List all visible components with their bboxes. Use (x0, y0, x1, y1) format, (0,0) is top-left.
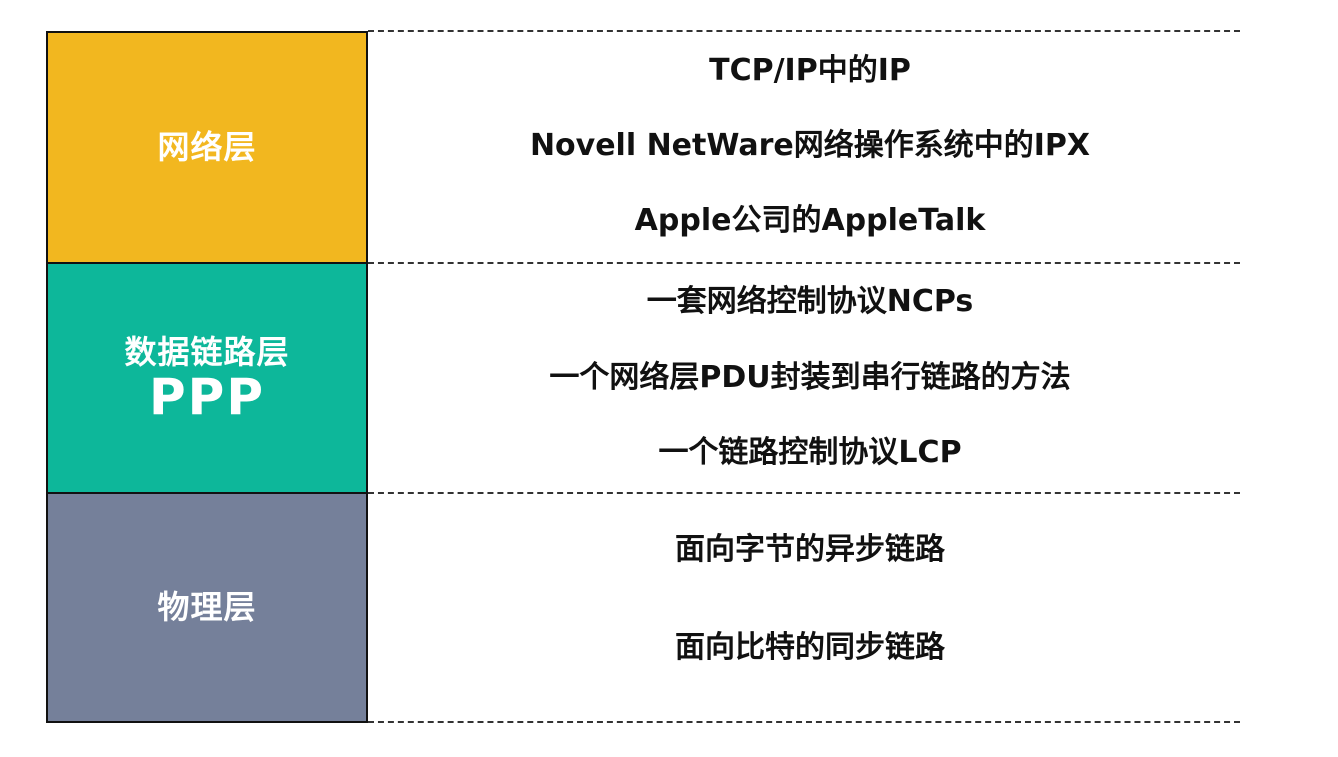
network-layer-box: 网络层 (46, 31, 368, 264)
dashed-divider (368, 492, 1240, 494)
dashed-divider (368, 30, 1240, 32)
network-protocol-item: Apple公司的AppleTalk (634, 203, 986, 238)
datalink-layer-box: 数据链路层 PPP (46, 262, 368, 494)
network-layer-label: 网络层 (157, 128, 257, 167)
datalink-layer-sublabel: PPP (149, 367, 265, 426)
network-protocol-item: TCP/IP中的IP (709, 53, 911, 88)
dashed-divider (368, 262, 1240, 264)
physical-link-item: 面向字节的异步链路 (675, 532, 945, 567)
physical-link-item: 面向比特的同步链路 (675, 630, 945, 665)
physical-layer-box: 物理层 (46, 492, 368, 723)
ppp-component-item: 一个网络层PDU封装到串行链路的方法 (549, 360, 1071, 395)
datalink-layer-label: 数据链路层 (124, 332, 290, 371)
dashed-divider (368, 721, 1240, 723)
ppp-component-item: 一套网络控制协议NCPs (646, 284, 974, 319)
physical-layer-label: 物理层 (157, 588, 257, 627)
ppp-component-item: 一个链路控制协议LCP (658, 435, 962, 470)
network-protocol-item: Novell NetWare网络操作系统中的IPX (529, 128, 1091, 163)
